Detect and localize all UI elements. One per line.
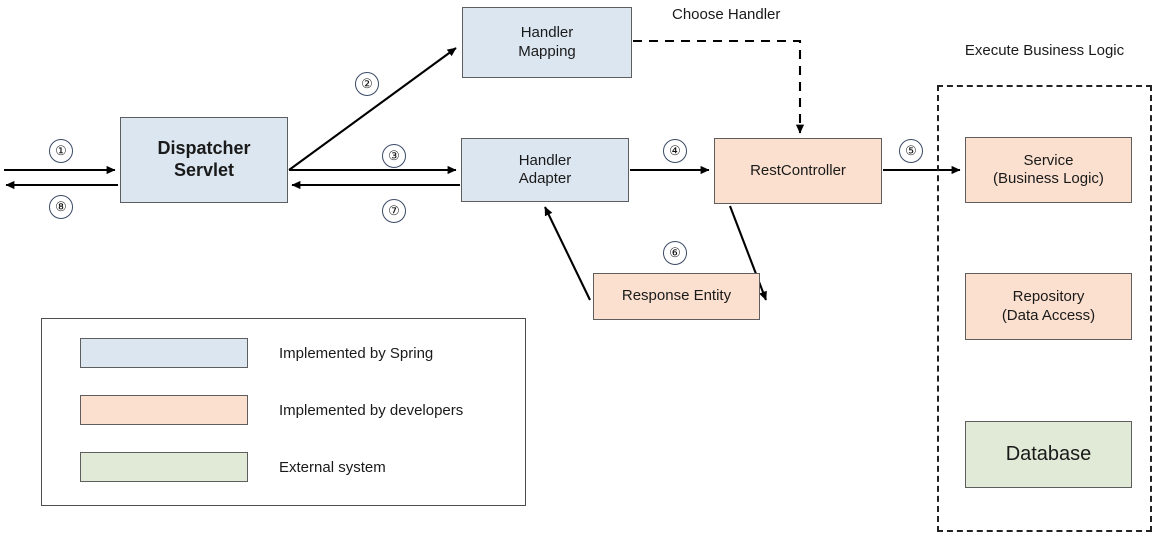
- group-business-logic: [937, 85, 1152, 532]
- node-repository[interactable]: Repository(Data Access): [965, 273, 1132, 340]
- legend-item-spring: Implemented by Spring: [80, 338, 520, 368]
- step-marker-2: ②: [355, 72, 379, 96]
- legend-swatch-developers: [80, 395, 248, 425]
- step-marker-7: ⑦: [382, 199, 406, 223]
- legend-label-spring: Implemented by Spring: [279, 344, 434, 362]
- step-marker-1: ①: [49, 139, 73, 163]
- node-rest-controller[interactable]: RestController: [714, 138, 882, 204]
- legend-swatch-external: [80, 452, 248, 482]
- node-label: Database: [1005, 443, 1092, 466]
- node-label: Response Entity: [621, 287, 732, 305]
- node-database[interactable]: Database: [965, 421, 1132, 488]
- step-marker-6: ⑥: [663, 241, 687, 265]
- step-marker-8: ⑧: [49, 195, 73, 219]
- legend-swatch-spring: [80, 338, 248, 368]
- legend-item-developers: Implemented by developers: [80, 395, 520, 425]
- node-service[interactable]: Service(Business Logic): [965, 137, 1132, 203]
- legend-label-developers: Implemented by developers: [279, 401, 464, 419]
- node-label: Service(Business Logic): [993, 151, 1104, 187]
- step-marker-3: ③: [382, 144, 406, 168]
- step-marker-4: ④: [663, 139, 687, 163]
- legend-label-external: External system: [279, 458, 386, 476]
- node-response-entity[interactable]: Response Entity: [593, 273, 760, 320]
- step-marker-5: ⑤: [899, 139, 923, 163]
- legend-item-external: External system: [80, 452, 520, 482]
- node-label: Repository(Data Access): [1001, 288, 1096, 324]
- edge-label-choose-handler: Choose Handler: [672, 6, 781, 23]
- legend: Implemented by Spring Implemented by dev…: [41, 318, 526, 506]
- node-label: RestController: [750, 161, 846, 179]
- group-title-business-logic: Execute Business Logic: [964, 42, 1125, 59]
